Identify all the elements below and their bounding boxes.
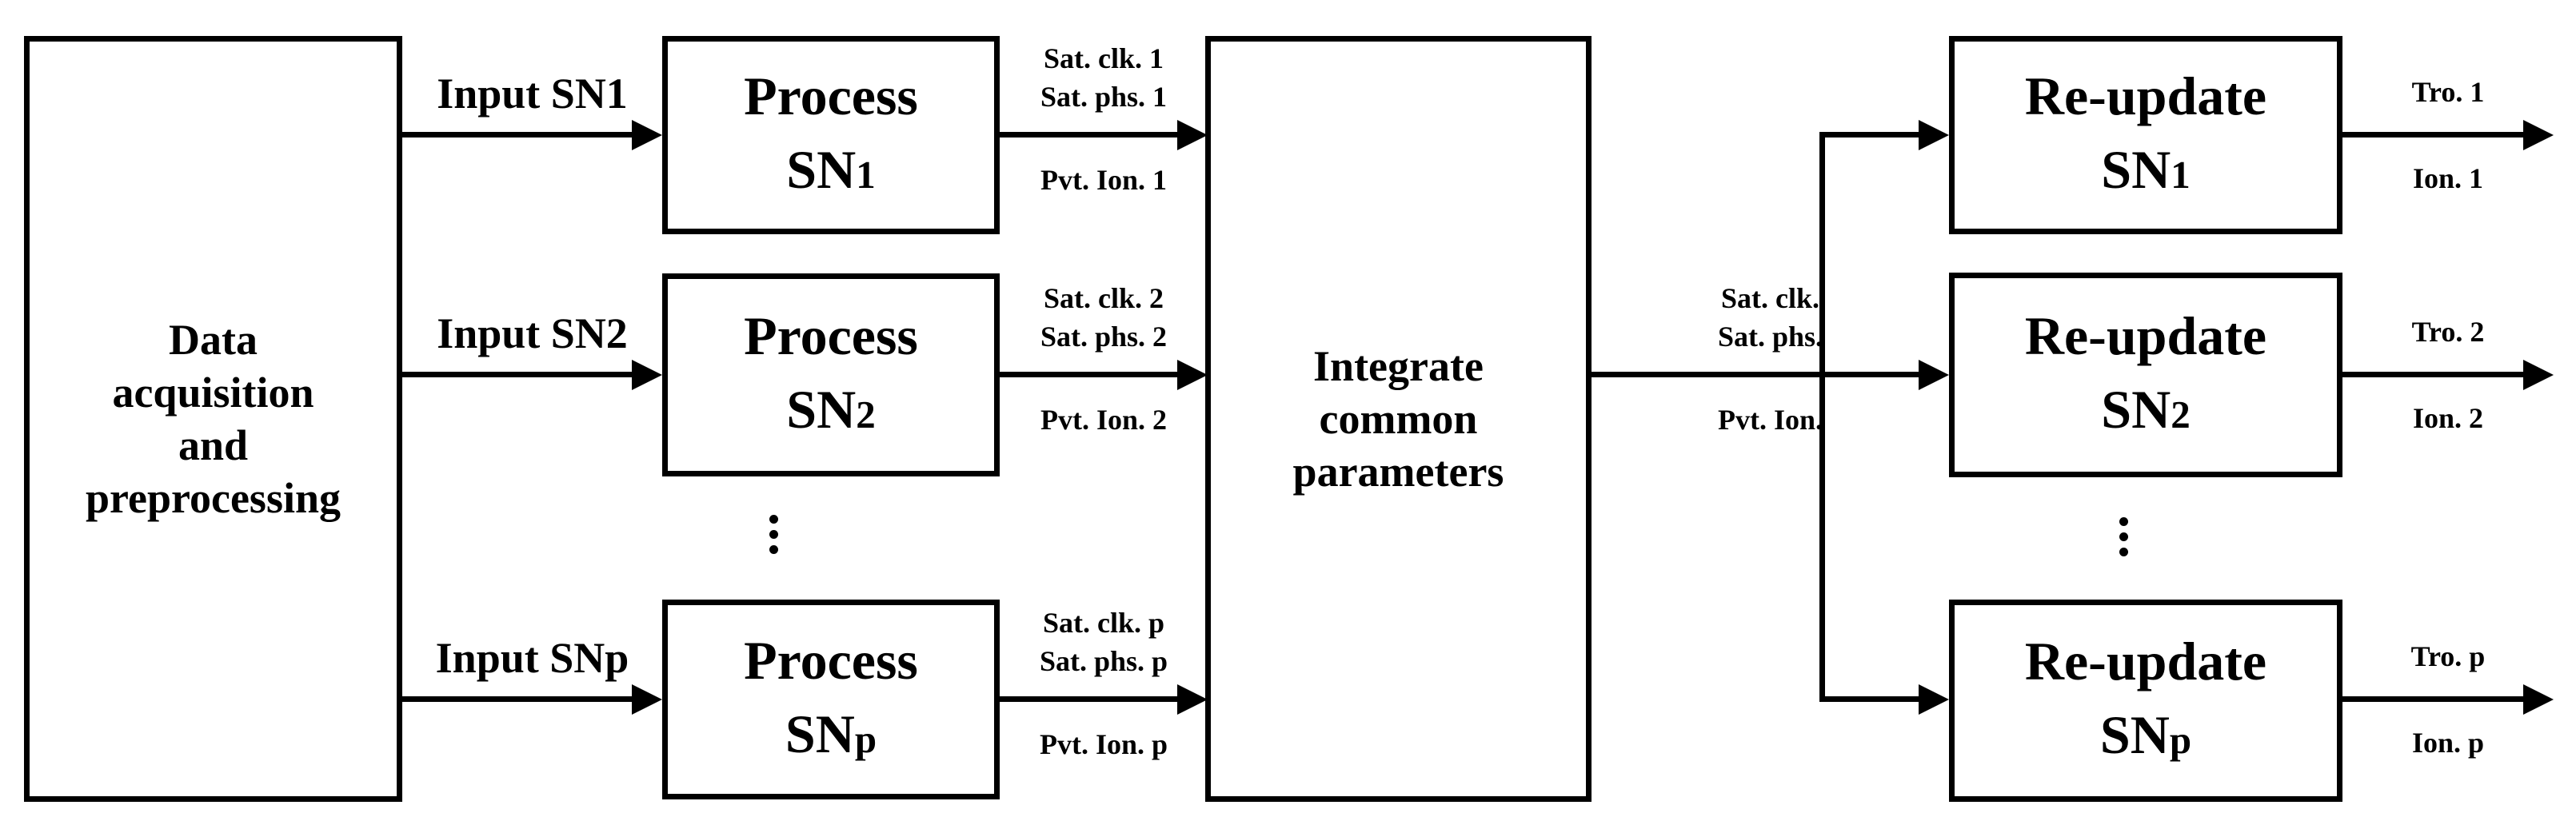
integrate-parameters-box: Integrate common parameters (1205, 36, 1592, 802)
arrowhead-input-sn2 (632, 360, 662, 390)
tro-p-label: Tro. p (2410, 640, 2486, 672)
arrowhead-branch-reupdatep (1919, 684, 1949, 715)
integrate-parameters-label: Integrate common parameters (1293, 340, 1504, 498)
process-sn2-box: Process SN2 (662, 273, 1000, 476)
arrow-input-snp (402, 696, 634, 702)
pvt-ion-1-label: Pvt. Ion. 1 (1040, 164, 1167, 196)
data-acquisition-box: Data acquisition and preprocessing (24, 36, 402, 802)
arrow-proc1-integrate (1000, 132, 1180, 138)
arrowhead-out-snp (2523, 684, 2554, 715)
input-snp-label: Input SNp (435, 634, 629, 682)
process-sn2-label: Process SN2 (744, 299, 918, 452)
pvt-ion-2-label: Pvt. Ion. 2 (1040, 404, 1167, 436)
box-label-line: parameters (1292, 448, 1504, 496)
arrow-proc2-integrate (1000, 372, 1180, 377)
box-label-line: SN2 (2101, 378, 2191, 440)
branch-to-reupdate1 (1822, 132, 1919, 138)
arrow-procp-integrate (1000, 696, 1180, 702)
branch-to-reupdatep (1822, 696, 1919, 702)
vertical-ellipsis-reupdate (2119, 517, 2128, 556)
box-label-line: Re-update (2024, 305, 2267, 366)
arrowhead-procp-integrate (1177, 684, 1208, 715)
reupdate-sn2-label: Re-update SN2 (2025, 299, 2266, 452)
arrow-out-snp (2342, 696, 2525, 702)
pvt-ion-p-label: Pvt. Ion. p (1039, 728, 1168, 760)
process-sn1-label: Process SN1 (744, 59, 918, 212)
arrowhead-out-sn2 (2523, 360, 2554, 390)
input-sn1-label: Input SN1 (437, 70, 628, 118)
box-label-line: Process (744, 305, 918, 366)
ion-p-label: Ion. p (2411, 727, 2485, 759)
distribution-trunk-line (1819, 132, 1825, 702)
pvt-ion-out-label: Pvt. Ion. (1717, 404, 1823, 436)
arrowhead-input-sn1 (632, 120, 662, 150)
reupdate-sn1-label: Re-update SN1 (2025, 59, 2266, 212)
box-label-line: acquisition (112, 369, 314, 416)
arrowhead-input-snp (632, 684, 662, 715)
ion-2-label: Ion. 2 (2412, 402, 2484, 434)
reupdate-snp-label: Re-update SNp (2025, 624, 2266, 777)
reupdate-sn1-box: Re-update SN1 (1949, 36, 2342, 234)
vertical-ellipsis-process (769, 515, 778, 554)
data-acquisition-box-label: Data acquisition and preprocessing (86, 313, 341, 524)
arrowhead-proc1-integrate (1177, 120, 1208, 150)
reupdate-snp-box: Re-update SNp (1949, 600, 2342, 802)
arrowhead-integrate-reupdate2 (1919, 360, 1949, 390)
arrowhead-branch-reupdate1 (1919, 120, 1949, 150)
process-snp-label: Process SNp (744, 624, 918, 776)
box-label-line: SNp (785, 703, 877, 764)
arrow-out-sn1 (2342, 132, 2525, 138)
box-label-line: SN2 (786, 378, 876, 440)
process-snp-box: Process SNp (662, 600, 1000, 799)
box-label-line: SN1 (2101, 138, 2191, 200)
input-sn2-label: Input SN2 (437, 309, 628, 357)
box-label-line: Process (744, 629, 918, 691)
box-label-line: Re-update (2024, 65, 2267, 126)
arrow-out-sn2 (2342, 372, 2525, 377)
tro-2-label: Tro. 2 (2411, 316, 2485, 348)
process-sn1-box: Process SN1 (662, 36, 1000, 234)
ion-1-label: Ion. 1 (2412, 162, 2484, 194)
box-label-line: SN1 (786, 138, 876, 200)
arrow-input-sn2 (402, 372, 634, 377)
box-label-line: Data (169, 316, 258, 364)
box-label-line: and (178, 421, 249, 469)
sat-clk-out-label: Sat. clk.Sat. phs. (1717, 282, 1823, 353)
box-label-line: Process (744, 65, 918, 126)
box-label-line: Re-update (2024, 631, 2267, 691)
reupdate-sn2-box: Re-update SN2 (1949, 273, 2342, 477)
box-label-line: common (1319, 395, 1478, 443)
box-label-line: preprocessing (85, 474, 341, 522)
box-label-line: Integrate (1313, 342, 1484, 390)
box-label-line: SNp (2099, 704, 2192, 765)
arrow-input-sn1 (402, 132, 634, 138)
tro-1-label: Tro. 1 (2411, 76, 2485, 108)
arrowhead-out-sn1 (2523, 120, 2554, 150)
arrow-integrate-out (1592, 372, 1919, 377)
arrowhead-proc2-integrate (1177, 360, 1208, 390)
